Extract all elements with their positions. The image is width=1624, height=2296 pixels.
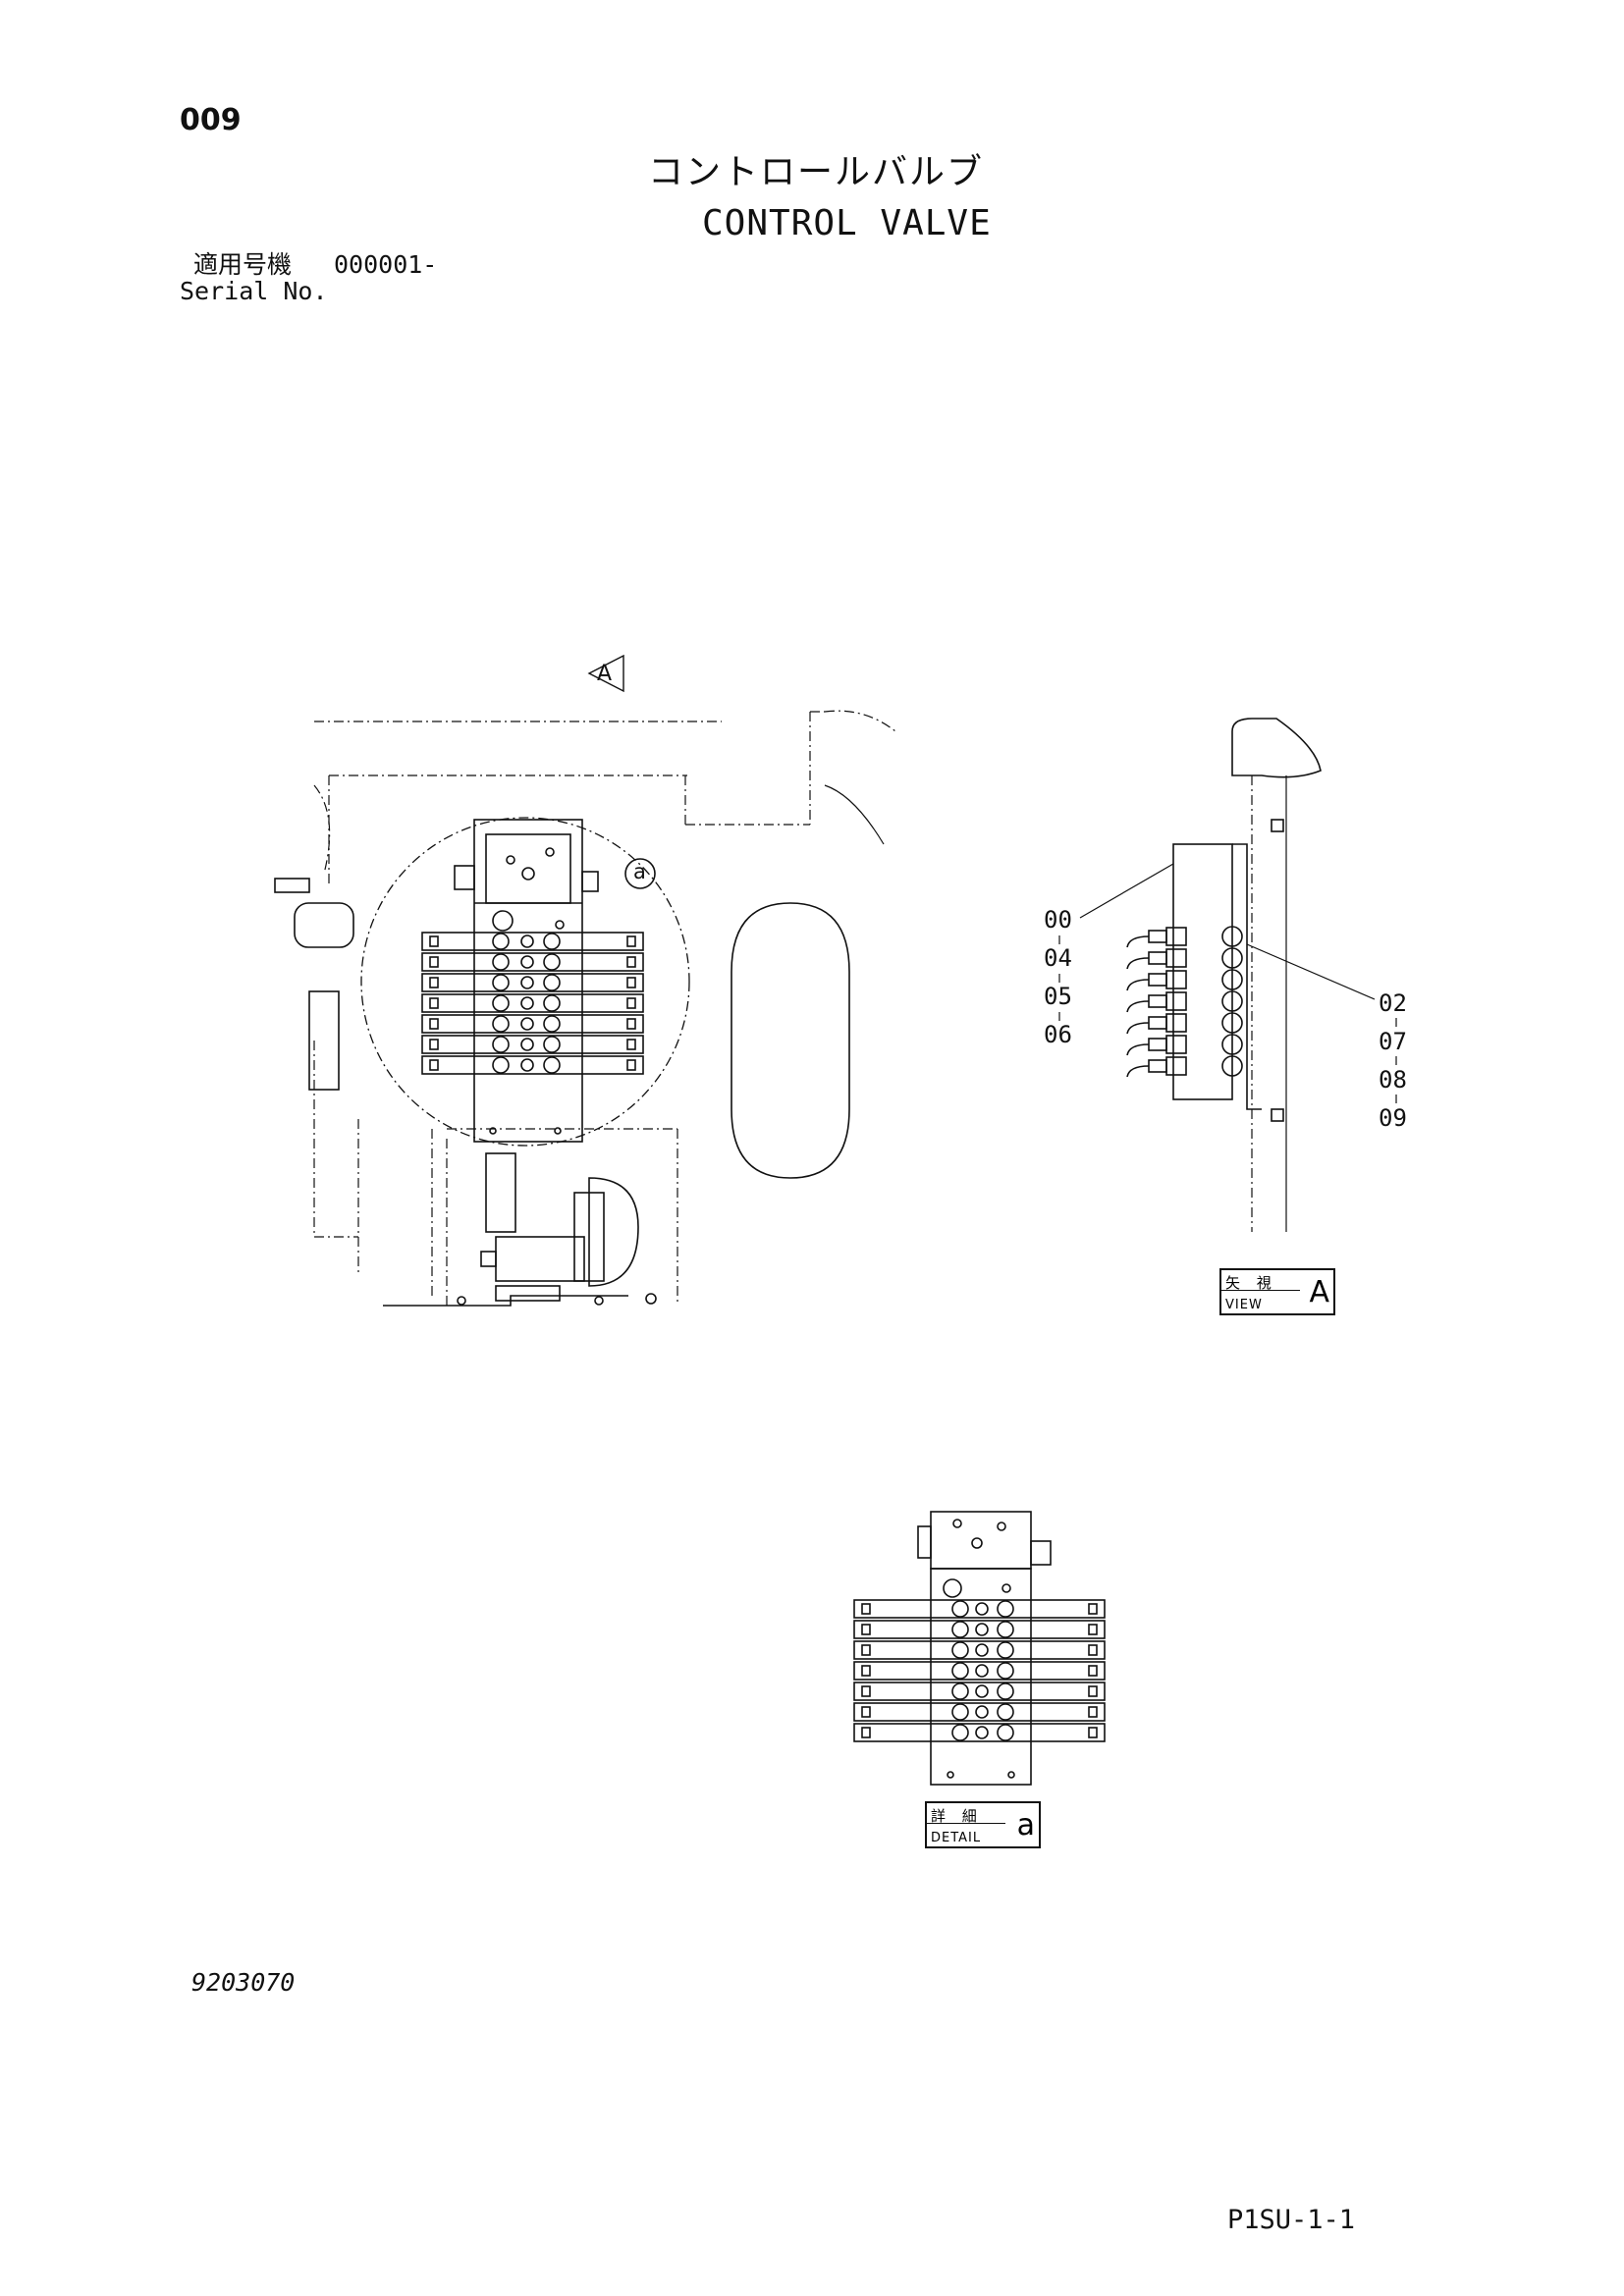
detail-a-label-en: DETAIL <box>931 1831 982 1845</box>
title-japanese: コントロールバルブ <box>648 152 985 192</box>
view-a-label-box: 矢 視 VIEW A <box>1219 1268 1335 1315</box>
page-number: 009 <box>180 103 242 137</box>
view-a-drawing <box>1058 718 1397 1232</box>
serial-label-japanese: 適用号機 <box>193 250 293 279</box>
part-number-00: 00 <box>1044 906 1072 934</box>
detail-a-drawing <box>853 1511 1106 1786</box>
view-a-label-ja: 矢 視 <box>1225 1274 1277 1292</box>
title-english: CONTROL VALVE <box>702 203 992 243</box>
detail-a-label-ja: 詳 細 <box>931 1807 983 1825</box>
main-view-drawing <box>274 654 896 1307</box>
part-number-09: 09 <box>1379 1104 1407 1132</box>
part-number-08: 08 <box>1379 1066 1407 1094</box>
drawing-number: 9203070 <box>191 1968 296 1997</box>
view-a-label-en: VIEW <box>1225 1298 1263 1312</box>
detail-callout-label: a <box>633 860 646 883</box>
serial-label-english: Serial No. <box>180 277 328 305</box>
view-arrow-label: A <box>597 662 613 686</box>
serial-number-value: 000001- <box>334 250 438 279</box>
part-number-04: 04 <box>1044 944 1072 972</box>
view-a-label-letter: A <box>1309 1275 1329 1309</box>
part-number-05: 05 <box>1044 983 1072 1010</box>
detail-a-label-letter: a <box>1016 1808 1035 1842</box>
detail-a-label-box: 詳 細 DETAIL a <box>925 1801 1041 1848</box>
part-number-07: 07 <box>1379 1028 1407 1055</box>
part-number-06: 06 <box>1044 1021 1072 1048</box>
part-number-02: 02 <box>1379 989 1407 1017</box>
sheet-reference: P1SU-1-1 <box>1227 2205 1356 2235</box>
